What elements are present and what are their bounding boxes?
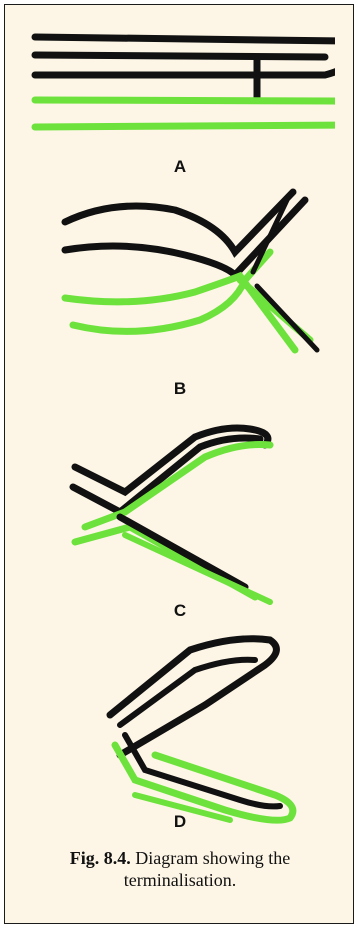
- panel-b-label: B: [25, 379, 335, 399]
- a-green-chromatid-2: [35, 125, 335, 127]
- figure-frame: A B C: [4, 4, 354, 924]
- panel-c: C: [25, 417, 335, 627]
- panel-d: D: [25, 630, 335, 845]
- panel-a: A: [25, 5, 335, 180]
- panel-a-label: A: [25, 157, 335, 177]
- panel-b-chromosomes: [25, 180, 335, 370]
- c-green-chromatid-2: [75, 527, 255, 597]
- panel-d-label: D: [25, 812, 335, 832]
- caption-number: Fig. 8.4.: [70, 848, 131, 868]
- panel-b: B: [25, 180, 335, 405]
- panel-a-chromosomes: [25, 5, 335, 145]
- caption-text: Diagram showing the terminalisation.: [124, 848, 290, 890]
- panel-c-chromosomes: [25, 417, 335, 607]
- panel-c-label: C: [25, 601, 335, 621]
- figure-caption: Fig. 8.4. Diagram showing the terminalis…: [15, 847, 345, 891]
- d-dark-chromatid-1: [110, 639, 276, 755]
- a-green-chromatid-1: [35, 100, 335, 123]
- c-dark-lower-arm: [120, 517, 245, 587]
- c-green-lower-arm: [125, 535, 270, 602]
- panel-d-chromosomes: [25, 630, 335, 830]
- a-dark-chromatid-1: [35, 37, 335, 57]
